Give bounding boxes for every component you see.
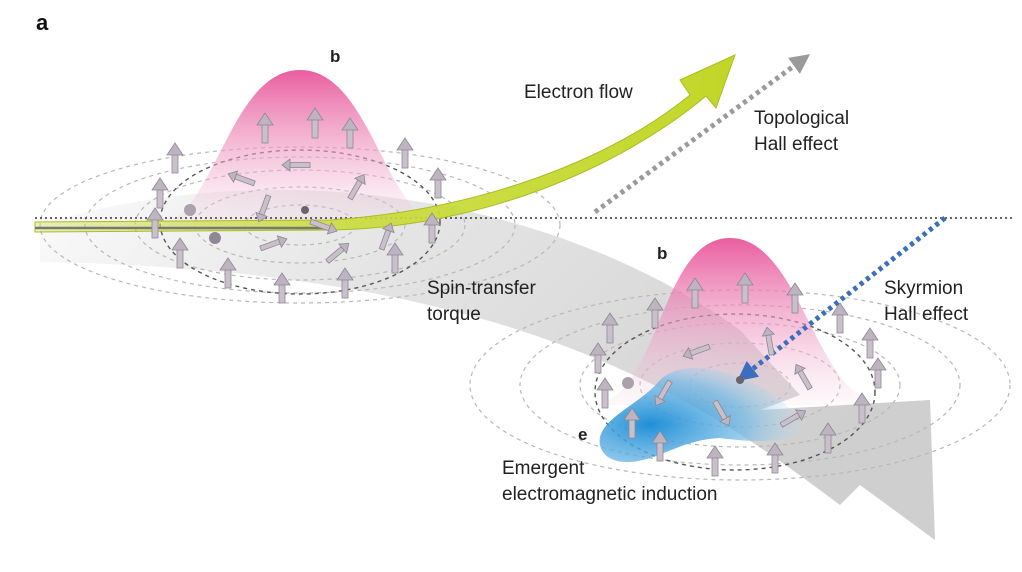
emergent-label-line2: electromagnetic induction (502, 484, 718, 505)
left-skyrmion-spins (146, 107, 447, 304)
skyrmion-hall-label-line2: Hall effect (884, 304, 969, 325)
panel-label: a (36, 10, 49, 35)
right-skyrmion-spins (589, 272, 887, 477)
topological-hall-label-line2: Hall effect (754, 134, 839, 155)
electron-flow-arrow (34, 54, 736, 233)
skyrmion-hall-label-line1: Skyrmion (884, 278, 964, 299)
subpanel-ref-top: b (330, 47, 341, 66)
spin-transfer-label-line2: torque (427, 304, 481, 325)
electron-flow-label: Electron flow (524, 82, 633, 103)
spin-transfer-label-line1: Spin-transfer (427, 278, 536, 299)
emergent-induction-blob (599, 367, 802, 463)
topological-hall-label-line1: Topological (754, 108, 850, 129)
topological-hall-arrow (593, 54, 811, 215)
right-skyrmion-envelope (595, 238, 880, 405)
left-skyrmion-envelope (160, 70, 440, 225)
subpanel-ref-bottom: b (657, 244, 668, 263)
emergent-label-line1: Emergent (502, 458, 585, 479)
skyrmion-hall-arrow (737, 216, 947, 382)
subpanel-ref-emergent: e (578, 425, 588, 444)
